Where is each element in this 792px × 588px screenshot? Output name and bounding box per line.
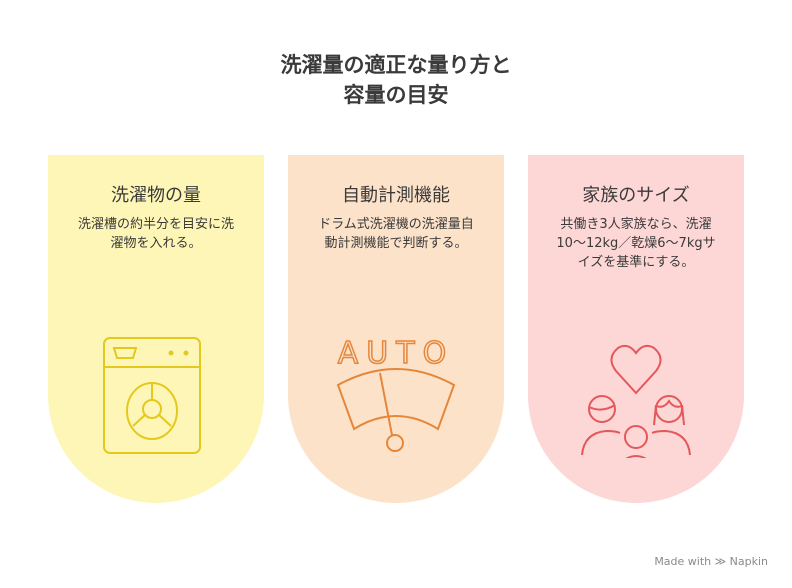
card-family-size: 家族のサイズ 共働き3人家族なら、洗濯10〜12kg／乾燥6〜7kgサイズを基準… bbox=[528, 155, 744, 503]
card-text: 洗濯槽の約半分を目安に洗濯物を入れる。 bbox=[77, 217, 234, 251]
washing-machine-icon bbox=[103, 337, 201, 454]
card-heading: 自動計測機能 bbox=[342, 185, 450, 206]
auto-gauge-icon: AUTO bbox=[336, 335, 456, 452]
card-text: ドラム式洗濯機の洗濯量自動計測機能で判断する。 bbox=[318, 217, 474, 251]
card-heading: 家族のサイズ bbox=[582, 185, 690, 206]
title-line-1: 洗濯量の適正な量り方と bbox=[280, 53, 512, 77]
card-text: 共働き3人家族なら、洗濯10〜12kg／乾燥6〜7kgサイズを基準にする。 bbox=[556, 217, 716, 270]
auto-label: AUTO bbox=[338, 336, 454, 371]
family-heart-icon bbox=[581, 344, 691, 458]
title-line-2: 容量の目安 bbox=[343, 83, 449, 107]
page-title: 洗濯量の適正な量り方と 容量の目安 bbox=[0, 50, 792, 110]
card-auto-measure: 自動計測機能 ドラム式洗濯機の洗濯量自動計測機能で判断する。 AUTO bbox=[288, 155, 504, 503]
napkin-watermark: Made with ≫ Napkin bbox=[654, 555, 768, 568]
card-heading: 洗濯物の量 bbox=[111, 185, 201, 206]
card-laundry-amount: 洗濯物の量 洗濯槽の約半分を目安に洗濯物を入れる。 bbox=[48, 155, 264, 503]
